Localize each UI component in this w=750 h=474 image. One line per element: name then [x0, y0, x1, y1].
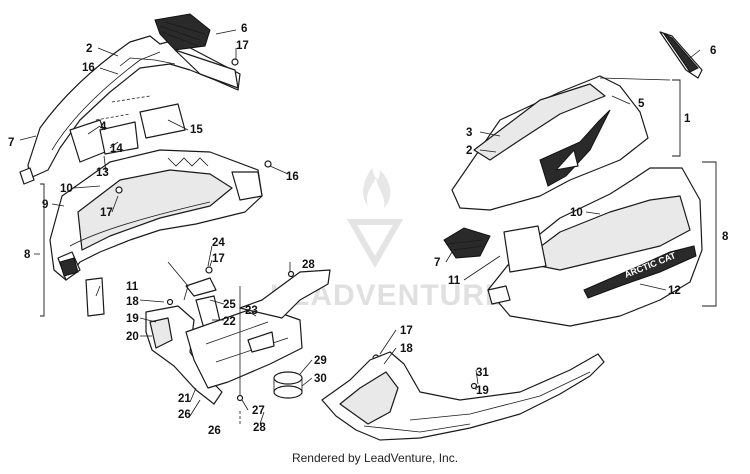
callout-18: 18 — [126, 296, 139, 308]
callout-7: 7 — [8, 137, 14, 149]
left-decals — [69, 95, 186, 163]
callout-30: 30 — [314, 373, 327, 385]
callout-16: 16 — [286, 171, 299, 183]
right-lower-skid — [321, 351, 605, 441]
right-upper-hood — [451, 31, 703, 211]
callout-20: 20 — [126, 331, 139, 343]
callout-13: 13 — [96, 167, 109, 179]
callout-28: 28 — [302, 259, 315, 271]
callout-12: 12 — [668, 285, 681, 297]
callout-8: 8 — [24, 249, 31, 261]
callout-6: 6 — [710, 45, 716, 57]
callout-26: 26 — [208, 425, 221, 437]
callout-27: 27 — [252, 405, 265, 417]
callout-6: 6 — [241, 23, 247, 35]
callout-31: 31 — [476, 367, 489, 379]
callout-26: 26 — [178, 409, 191, 421]
callout-4: 4 — [100, 121, 107, 133]
footer-credit: Rendered by LeadVenture, Inc. — [291, 451, 459, 465]
callout-1: 1 — [684, 113, 691, 125]
callout-7: 7 — [434, 257, 440, 269]
callout-8: 8 — [722, 231, 729, 243]
center-mount-brackets — [145, 269, 331, 405]
left-side-panel — [19, 13, 241, 185]
right-belly-pan: ARCTIC CAT — [443, 167, 703, 327]
leader-lines — [19, 29, 701, 425]
callout-3: 3 — [466, 127, 472, 139]
callout-11: 11 — [448, 275, 461, 287]
callout-19: 19 — [126, 313, 139, 325]
callout-28: 28 — [253, 422, 266, 434]
callout-25: 25 — [223, 299, 236, 311]
callout-14: 14 — [110, 143, 123, 155]
callout-29: 29 — [314, 355, 327, 367]
callout-9: 9 — [42, 199, 48, 211]
callout-17: 17 — [212, 253, 225, 265]
callout-22: 22 — [223, 316, 236, 328]
callout-5: 5 — [638, 98, 645, 110]
left-belly-pan — [49, 149, 263, 281]
callout-19: 19 — [476, 385, 489, 397]
callout-21: 21 — [178, 393, 191, 405]
callout-11: 11 — [126, 281, 139, 293]
callout-17: 17 — [236, 40, 249, 52]
callout-10: 10 — [60, 183, 73, 195]
group-brackets — [40, 79, 717, 317]
callout-2: 2 — [86, 43, 92, 55]
callout-10: 10 — [570, 207, 583, 219]
decal-11-left — [85, 277, 105, 317]
callout-23: 23 — [245, 305, 258, 317]
callout-24: 24 — [212, 237, 225, 249]
callout-17: 17 — [100, 207, 113, 219]
callout-17: 17 — [400, 325, 413, 337]
callout-16: 16 — [82, 62, 95, 74]
callout-labels: 6 2 16 17 7 4 15 14 13 10 16 17 9 8 11 2… — [8, 23, 729, 437]
callout-18: 18 — [400, 343, 413, 355]
callout-2: 2 — [466, 145, 472, 157]
callout-15: 15 — [190, 124, 203, 136]
